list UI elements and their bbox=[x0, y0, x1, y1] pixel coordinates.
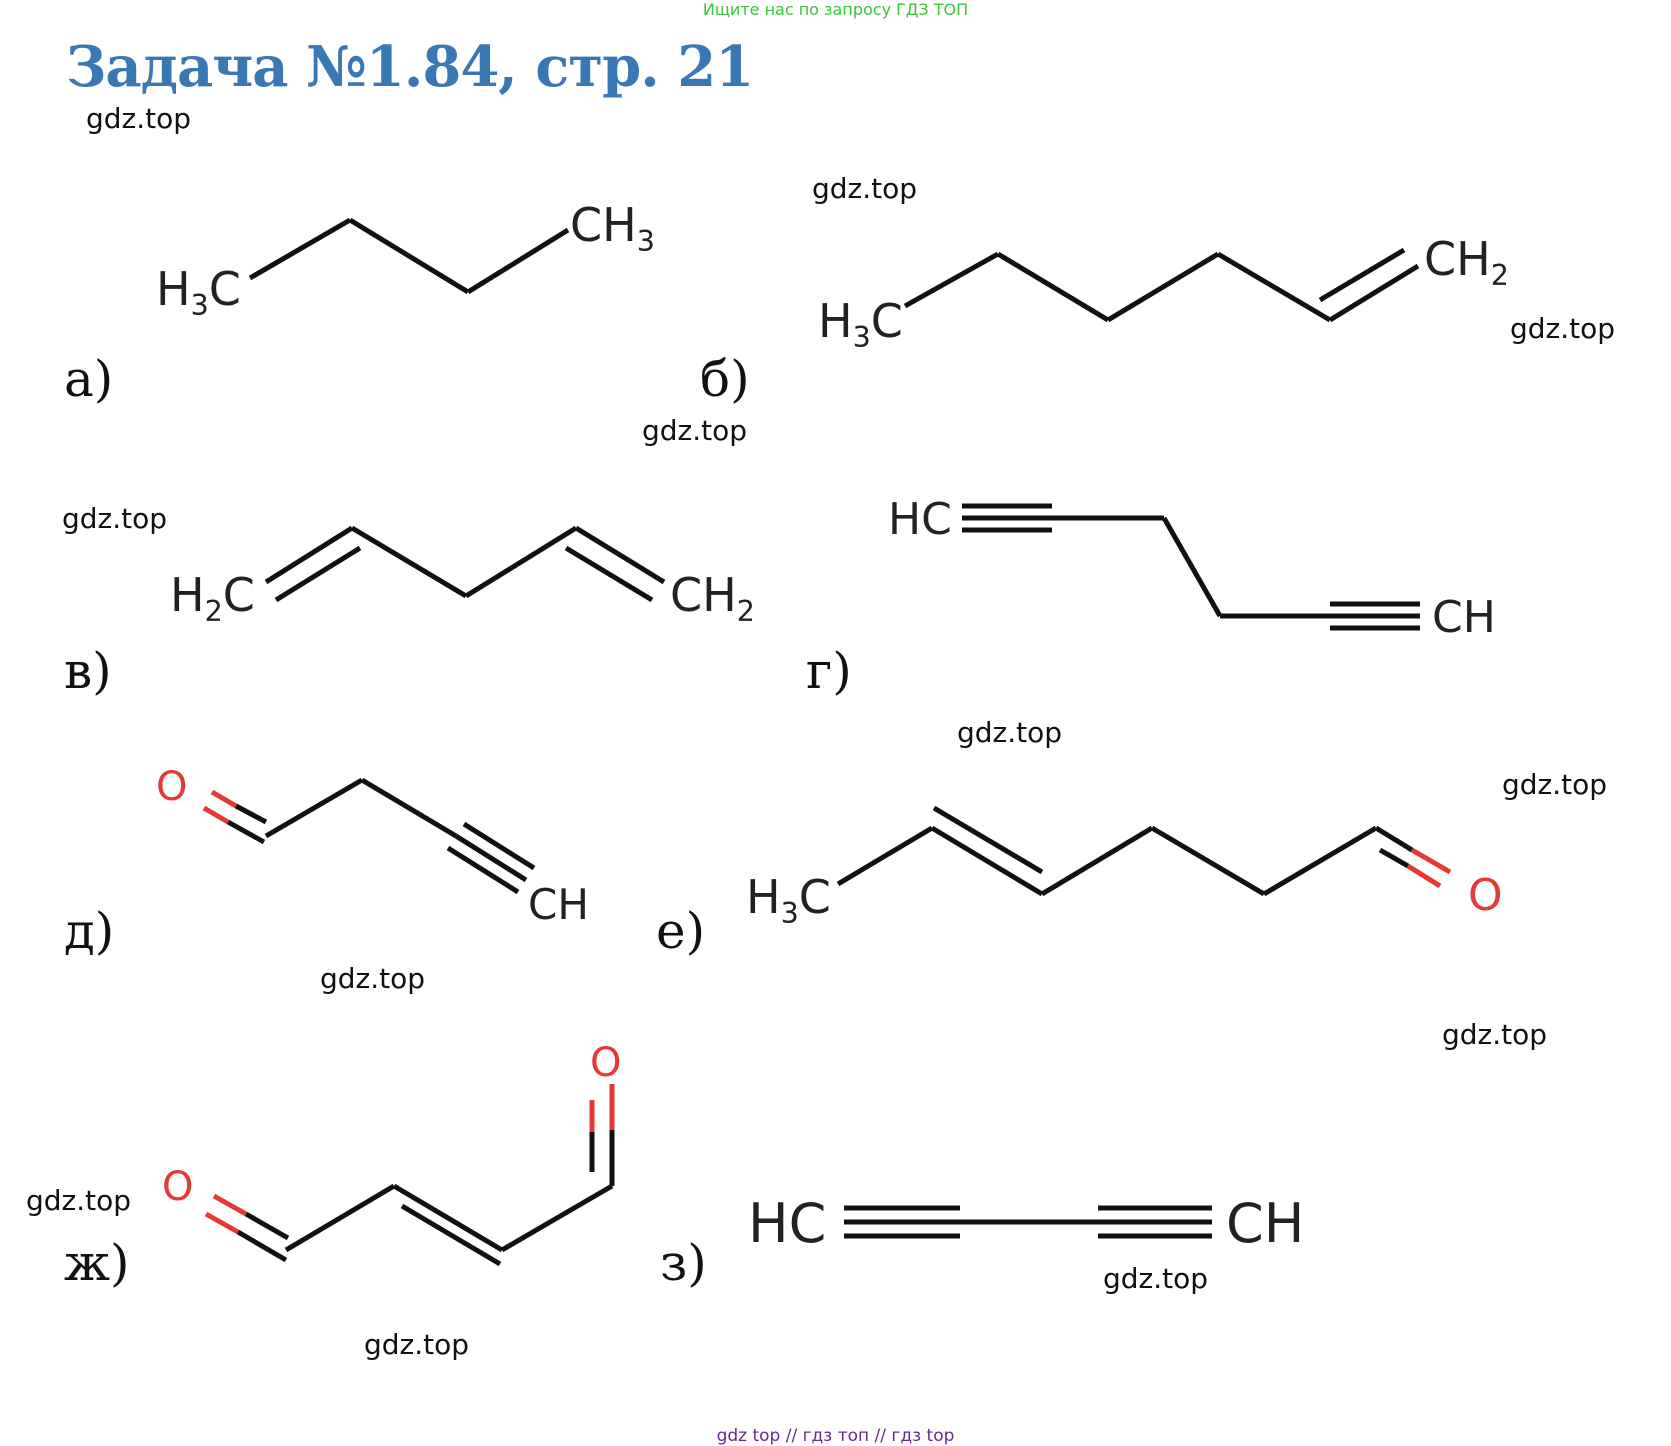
atom-ch: CH bbox=[528, 880, 589, 929]
structure-v bbox=[264, 525, 666, 603]
watermark: gdz.top bbox=[1502, 768, 1608, 801]
watermark: gdz.top bbox=[62, 502, 168, 535]
atom-oxygen: O bbox=[590, 1040, 622, 1086]
watermark: gdz.top bbox=[26, 1184, 132, 1217]
structure-a bbox=[248, 217, 570, 295]
label-a: а) bbox=[64, 350, 114, 408]
structure-e bbox=[836, 805, 1452, 897]
structure-d bbox=[202, 777, 536, 895]
label-g: г) bbox=[806, 642, 852, 700]
atom-hc: HC bbox=[888, 494, 952, 545]
atom-oxygen: O bbox=[156, 764, 188, 810]
label-zh: ж) bbox=[64, 1234, 130, 1292]
watermark: gdz.top bbox=[86, 102, 192, 135]
watermark: gdz.top bbox=[642, 414, 748, 447]
structure-z bbox=[844, 1205, 1212, 1239]
search-hint: Ищите нас по запросу ГДЗ ТОП bbox=[702, 0, 969, 19]
label-e: е) bbox=[656, 902, 706, 960]
atom-h3c: H3C bbox=[156, 262, 241, 323]
watermark: gdz.top bbox=[957, 716, 1063, 749]
watermark: gdz.top bbox=[1442, 1018, 1548, 1051]
structure-g bbox=[962, 503, 1420, 631]
page-title: Задача №1.84, стр. 21 bbox=[66, 34, 754, 100]
label-z: з) bbox=[660, 1234, 707, 1292]
watermark: gdz.top bbox=[364, 1328, 470, 1361]
watermark: gdz.top bbox=[320, 962, 426, 995]
footer-links[interactable]: gdz top // гдз топ // гдз top bbox=[716, 1426, 955, 1446]
watermark: gdz.top bbox=[812, 172, 918, 205]
atom-h3c: H3C bbox=[746, 870, 831, 931]
atom-hc: HC bbox=[748, 1192, 827, 1255]
atom-ch2: CH2 bbox=[670, 568, 755, 629]
atom-ch2: CH2 bbox=[1424, 232, 1509, 293]
atom-h2c: H2C bbox=[170, 568, 255, 629]
watermark: gdz.top bbox=[1103, 1262, 1209, 1295]
structure-b bbox=[903, 247, 1420, 323]
atom-ch: CH bbox=[1432, 592, 1496, 643]
atom-h3c: H3C bbox=[818, 294, 903, 355]
structure-zh bbox=[204, 1084, 615, 1267]
atom-oxygen: O bbox=[162, 1164, 194, 1210]
label-b: б) bbox=[700, 350, 750, 408]
watermark: gdz.top bbox=[1510, 312, 1616, 345]
label-d: д) bbox=[64, 902, 115, 960]
atom-ch: CH bbox=[1226, 1192, 1305, 1255]
atom-ch3: CH3 bbox=[570, 198, 655, 259]
atom-oxygen: O bbox=[1468, 870, 1503, 921]
label-v: в) bbox=[64, 642, 112, 700]
